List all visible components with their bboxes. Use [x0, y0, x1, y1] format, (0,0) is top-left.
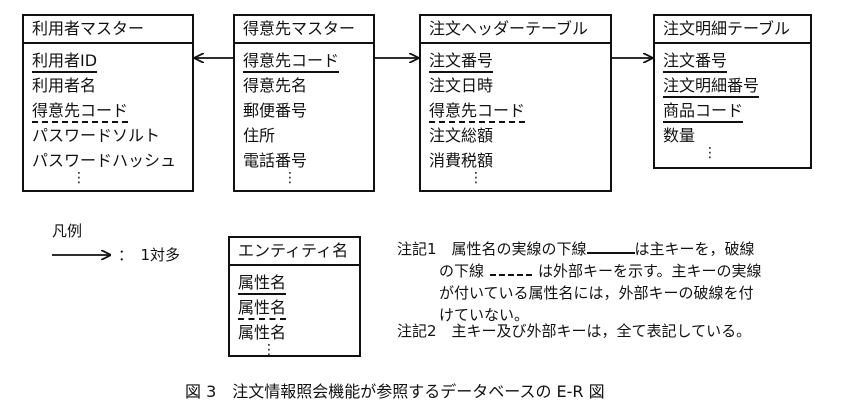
attribute-order-number: 注文番号 [429, 48, 610, 73]
legend-entity: エンティティ名 属性名 属性名 属性名 ⋮ [228, 236, 361, 357]
attribute-customer-code: 得意先コード [243, 48, 373, 73]
attribute-user-id: 利用者ID [32, 48, 192, 73]
legend-attribute-plain: 属性名 [238, 323, 287, 342]
attribute-quantity: 数量 [663, 126, 696, 145]
note2: 注記2 主キー及び外部キーは，全て表記している。 [397, 322, 752, 340]
note1-line4: けていない。 [439, 306, 530, 324]
attribute-customer-name: 得意先名 [243, 76, 308, 95]
entity-title: 得意先マスター [235, 16, 373, 44]
note1-line2: の下線は外部キーを示す。主キーの実線 [439, 262, 762, 280]
attribute-consumption-tax: 消費税額 [429, 151, 494, 170]
attribute-customer-code: 得意先コード [32, 98, 192, 123]
attribute-password-salt: パスワードソルト [32, 126, 161, 145]
note1-line3: が付いている属性名には，外部キーの破線を付 [439, 284, 754, 302]
ellipsis-icon: ⋮ [72, 170, 86, 186]
entity-title: 注文ヘッダーテーブル [421, 16, 610, 44]
entity-title: 利用者マスター [24, 16, 192, 44]
attribute-password-hash: パスワードハッシュ [32, 151, 177, 170]
attribute-customer-code: 得意先コード [429, 98, 610, 123]
figure-caption: 図 3 注文情報照会機能が参照するデータベースの E-R 図 [185, 382, 605, 401]
entity-customer-master: 得意先マスター 得意先コード 得意先名 郵便番号 住所 電話番号 ⋮ [233, 14, 375, 192]
attribute-order-datetime: 注文日時 [429, 76, 494, 95]
attribute-order-total: 注文総額 [429, 126, 494, 145]
ellipsis-icon: ⋮ [703, 145, 717, 161]
legend-attribute-primary-key: 属性名 [238, 270, 359, 295]
attribute-postal-code: 郵便番号 [243, 101, 308, 120]
entity-order-detail: 注文明細テーブル 注文番号 注文明細番号 商品コード 数量 ⋮ [653, 14, 812, 169]
attribute-order-detail-number: 注文明細番号 [663, 73, 810, 98]
attribute-address: 住所 [243, 126, 276, 145]
attribute-order-number: 注文番号 [663, 48, 810, 73]
ellipsis-icon: ⋮ [469, 170, 483, 186]
dashed-underline-sample [490, 264, 533, 276]
solid-underline-sample [586, 242, 635, 254]
legend-entity-title: エンティティ名 [230, 238, 359, 266]
entity-user-master: 利用者マスター 利用者ID 利用者名 得意先コード パスワードソルト パスワード… [22, 14, 194, 192]
attribute-user-name: 利用者名 [32, 76, 97, 95]
legend-title: 凡例 [52, 222, 83, 240]
entity-order-header: 注文ヘッダーテーブル 注文番号 注文日時 得意先コード 注文総額 消費税額 ⋮ [419, 14, 612, 192]
attribute-product-code: 商品コード [663, 98, 810, 123]
ellipsis-icon: ⋮ [262, 342, 276, 358]
attribute-phone-number: 電話番号 [243, 151, 308, 170]
legend-attribute-foreign-key: 属性名 [238, 295, 359, 320]
legend-arrow-label: ： 1対多 [118, 246, 181, 264]
note1-line1: 注記1 属性名の実線の下線は主キーを，破線 [397, 240, 755, 258]
entity-title: 注文明細テーブル [655, 16, 810, 44]
ellipsis-icon: ⋮ [283, 170, 297, 186]
